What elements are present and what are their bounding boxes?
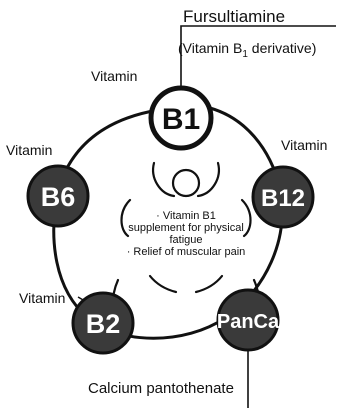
center-line-3: fatigue <box>169 234 203 246</box>
node-b6-text: B6 <box>41 182 76 212</box>
node-b12: B12 <box>251 165 315 229</box>
center-line-2: supplement for physical <box>128 222 244 234</box>
fursultiamine-note-prefix: (Vitamin B <box>178 40 243 56</box>
fursultiamine-label: Fursultiamine <box>183 7 286 26</box>
center-description: · Vitamin B1 supplement for physical fat… <box>96 210 276 258</box>
node-b2-text: B2 <box>86 309 121 339</box>
node-b1-text: B1 <box>162 103 200 136</box>
node-b1: B1 <box>148 85 214 151</box>
node-panca: PanCa <box>216 288 280 352</box>
node-panca-text: PanCa <box>217 311 280 333</box>
node-b6: B6 <box>26 164 90 228</box>
vitamin-b2-label: Vitamin <box>19 290 66 306</box>
node-b2: B2 <box>71 291 135 355</box>
vitamin-b1-label: Vitamin <box>91 68 138 84</box>
ring-path <box>52 106 284 340</box>
vitamin-b12-label: Vitamin <box>281 137 328 153</box>
vitamin-b6-label: Vitamin <box>6 142 53 158</box>
center-line-1: · Vitamin B1 <box>156 210 216 222</box>
node-b12-text: B12 <box>261 185 305 212</box>
fursultiamine-note: (Vitamin B1 derivative) <box>178 40 316 63</box>
fursultiamine-note-suffix: derivative) <box>247 40 317 56</box>
fursultiamine-note-sub: 1 <box>242 48 248 60</box>
center-line-4: · Relief of muscular pain <box>126 246 246 258</box>
calcium-pantothenate-label: Calcium pantothenate <box>88 380 234 397</box>
fursultiamine-connector <box>180 25 336 92</box>
